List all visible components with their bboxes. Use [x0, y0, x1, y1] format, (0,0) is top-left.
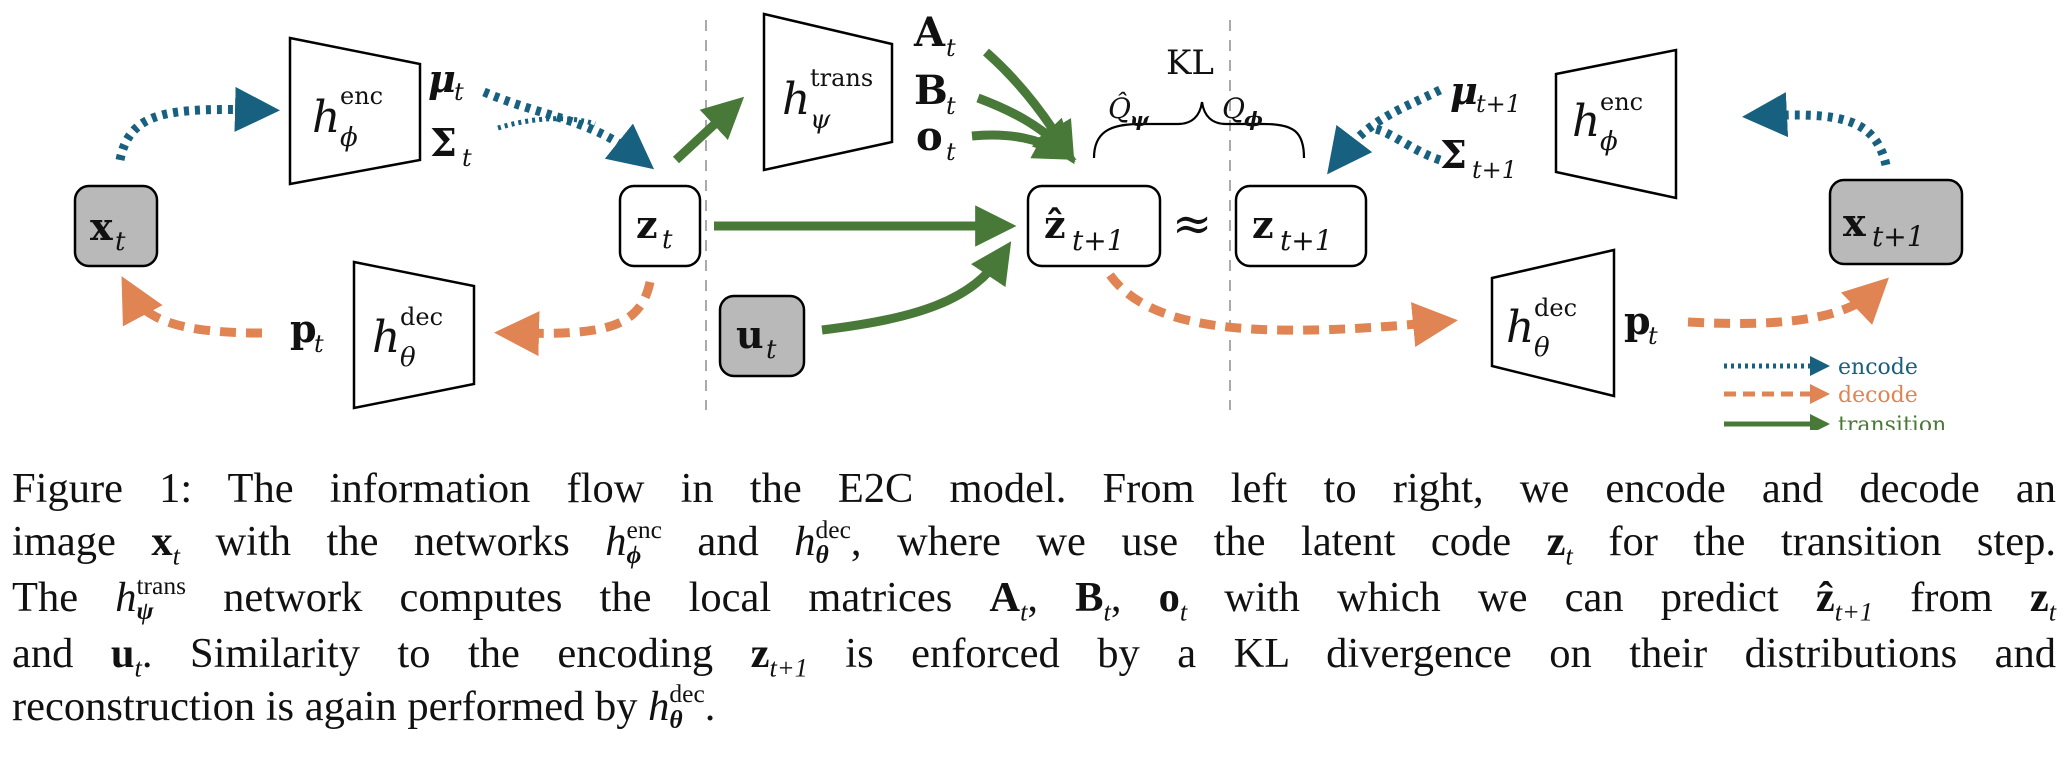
svg-text:t+1: t+1	[1072, 224, 1125, 257]
svg-text:x: x	[90, 204, 113, 249]
kl-brace: KL Q̂ ψ Q ϕ	[1092, 43, 1306, 159]
legend-decode-label: decode	[1838, 383, 1918, 408]
svg-text:z: z	[636, 202, 658, 247]
arrow-encode-mu-zt	[482, 87, 655, 170]
legend-transition-label: transition	[1838, 413, 1946, 430]
svg-text:KL: KL	[1166, 43, 1214, 83]
arrow-encode-xt	[115, 86, 280, 161]
svg-text:ψ: ψ	[1130, 107, 1150, 131]
arrow-encode-mu-znext	[1327, 85, 1443, 175]
arrow-encode-sigma-zt	[497, 116, 596, 131]
svg-text:Q: Q	[1222, 92, 1245, 125]
network-dec-left: h dec θ	[352, 260, 476, 410]
svg-text:x: x	[1843, 200, 1866, 245]
e2c-diagram: x t z t u t ẑ t+1 ≈ z t+1 x t+1 h enc ϕ …	[73, 9, 1964, 430]
svg-text:A: A	[913, 9, 946, 56]
arrow-transition-ot	[971, 121, 1077, 160]
label-A-t: A t	[913, 9, 956, 62]
svg-text:θ: θ	[1534, 333, 1550, 363]
svg-text:θ: θ	[400, 343, 416, 373]
arrow-encode-xnext	[1742, 92, 1891, 167]
node-u-t: u t	[718, 294, 806, 378]
label-sigma-next: Σ t+1	[1440, 132, 1517, 184]
figure-caption: Figure 1: The information flow in the E2…	[12, 462, 2056, 735]
node-x-next: x t+1	[1828, 178, 1964, 266]
svg-text:t: t	[662, 225, 673, 255]
legend: encode decode transition	[1724, 355, 1946, 430]
network-enc-right: h enc ϕ	[1554, 48, 1678, 200]
svg-text:p: p	[290, 306, 317, 351]
svg-text:u: u	[736, 312, 764, 357]
node-zhat-next: ẑ t+1	[1026, 184, 1162, 268]
svg-text:t+1: t+1	[1872, 220, 1925, 253]
svg-text:μ: μ	[1450, 68, 1478, 113]
svg-text:t+1: t+1	[1472, 156, 1517, 184]
svg-text:enc: enc	[340, 82, 383, 110]
svg-text:B: B	[914, 67, 948, 114]
svg-text:ψ: ψ	[810, 105, 831, 135]
svg-text:dec: dec	[400, 303, 443, 331]
svg-text:t: t	[946, 92, 956, 120]
arrow-decode-pnext	[1687, 277, 1889, 328]
node-z-t: z t	[618, 184, 702, 268]
svg-text:p: p	[1624, 298, 1651, 343]
arrow-decode-pt	[121, 276, 263, 338]
node-z-next: z t+1	[1234, 184, 1368, 268]
svg-text:t: t	[115, 227, 126, 257]
label-B-t: B t	[914, 67, 956, 120]
label-sigma-t: Σ t	[430, 120, 472, 172]
label-mu-t: μ t	[428, 56, 464, 106]
svg-text:dec: dec	[1534, 294, 1577, 322]
svg-text:t: t	[946, 138, 956, 166]
svg-text:h: h	[372, 312, 400, 363]
svg-text:trans: trans	[810, 64, 873, 92]
svg-text:t: t	[946, 34, 956, 62]
network-dec-right: h dec θ	[1490, 248, 1616, 398]
svg-text:ϕ: ϕ	[1600, 127, 1618, 157]
svg-text:μ: μ	[428, 56, 456, 101]
svg-text:t: t	[462, 144, 472, 172]
svg-text:h: h	[1572, 96, 1600, 147]
svg-text:t+1: t+1	[1280, 224, 1333, 257]
svg-text:t+1: t+1	[1476, 90, 1521, 118]
svg-text:h: h	[1506, 302, 1534, 353]
svg-text:ẑ: ẑ	[1044, 202, 1066, 247]
svg-text:enc: enc	[1600, 88, 1643, 116]
arrow-transition-ut-zhat	[821, 241, 1012, 335]
svg-text:t: t	[1648, 322, 1658, 350]
label-p-t: p t	[290, 306, 324, 358]
svg-text:ϕ: ϕ	[1244, 107, 1263, 131]
svg-text:Σ: Σ	[430, 120, 457, 165]
svg-text:t: t	[314, 330, 324, 358]
caption-line-4: and ut. Similarity to the encoding zt+1 …	[12, 629, 2056, 682]
network-trans: h trans ψ	[762, 12, 894, 172]
arrow-encode-sigma-znext	[1369, 123, 1442, 165]
caption-line-1: Figure 1: The information flow in the E2…	[12, 465, 2056, 512]
svg-text:ϕ: ϕ	[340, 123, 358, 153]
legend-encode-label: encode	[1838, 355, 1918, 380]
svg-text:o: o	[916, 113, 943, 160]
approx-sign: ≈	[1172, 196, 1212, 252]
arrow-decode-zt	[494, 280, 655, 357]
svg-text:z: z	[1252, 202, 1274, 247]
label-p-next: p t	[1624, 298, 1658, 350]
node-x-t: x t	[73, 184, 159, 268]
svg-text:Σ: Σ	[1440, 132, 1467, 177]
svg-text:t: t	[766, 335, 777, 365]
svg-text:h: h	[782, 74, 810, 125]
network-enc-left: h enc ϕ	[288, 36, 422, 186]
label-o-t: o t	[916, 113, 956, 166]
label-mu-next: μ t+1	[1450, 68, 1521, 118]
arrow-transition-zt-htrans	[672, 96, 745, 164]
arrow-decode-zhat	[1106, 272, 1458, 347]
svg-text:Q̂: Q̂	[1108, 92, 1131, 125]
svg-text:t: t	[454, 78, 464, 106]
svg-text:h: h	[312, 92, 340, 143]
